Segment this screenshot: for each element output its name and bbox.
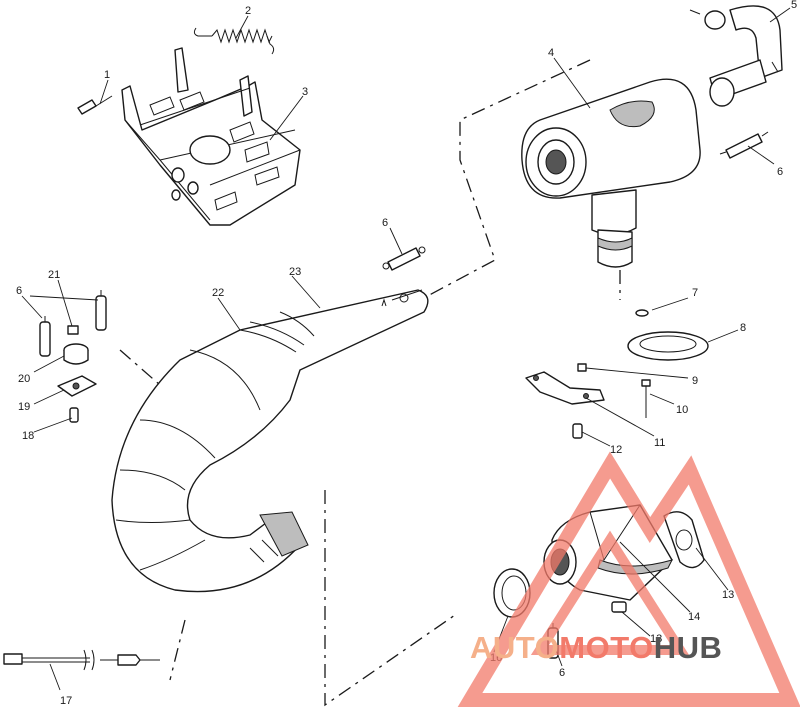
callout-10: 10 [676,404,688,416]
callout-11: 11 [654,437,665,449]
callout-18: 18 [22,430,34,442]
sensor-cable-part-17 [3,649,160,671]
seal-part-20 [63,343,89,365]
plate-part-19 [57,375,97,397]
nut-part-9 [577,363,587,372]
gasket-part-13 [663,511,705,569]
callout-5: 5 [791,0,797,11]
callout-17: 17 [60,695,72,707]
spring-part-6-left [39,290,107,357]
callout-6-left: 6 [16,285,22,297]
callout-1: 1 [104,69,110,81]
assembly-lines [119,59,621,707]
callout-21: 21 [48,269,60,281]
callout-19: 19 [18,401,30,413]
bolt-part-10 [641,379,651,418]
callout-6-lower: 6 [559,667,565,679]
muffler-part-4 [521,78,701,268]
automotohub-logo-mark [457,451,800,707]
gasket-part-8 [627,331,709,361]
callout-9: 9 [692,375,698,387]
spring-part-6-upper [719,131,769,159]
callout-12: 12 [610,444,622,456]
expansion-chamber-part-22 [111,289,429,593]
mounting-bracket-part-3 [121,47,301,226]
callout-6-upper: 6 [777,166,783,178]
callout-2: 2 [245,5,251,17]
callout-labels: 1 2 3 4 5 6 6 6 6 7 8 9 10 11 12 13 13 1… [16,0,797,707]
callout-4: 4 [548,47,554,59]
callout-6-middle: 6 [382,217,388,229]
tailpipe-part-5 [689,5,783,107]
nut-part-21 [67,325,79,335]
callout-14: 14 [688,611,700,623]
callout-13-bolt: 13 [650,633,662,645]
spring-part-6-middle [382,246,426,271]
bracket-part-11 [525,371,605,405]
callout-8: 8 [740,322,746,334]
callout-13-gasket: 13 [722,589,734,601]
callout-20: 20 [18,373,30,385]
leader-lines [21,7,791,691]
bolt-part-1 [77,95,113,115]
bolt-part-12 [572,423,583,439]
washer-part-7 [635,309,649,317]
callout-7: 7 [692,287,698,299]
callout-3: 3 [302,86,308,98]
callout-22: 22 [212,287,224,299]
spring-part-2 [193,27,275,55]
bolt-part-13 [611,601,627,613]
bolt-part-18 [69,407,79,423]
callout-23: 23 [289,266,301,278]
